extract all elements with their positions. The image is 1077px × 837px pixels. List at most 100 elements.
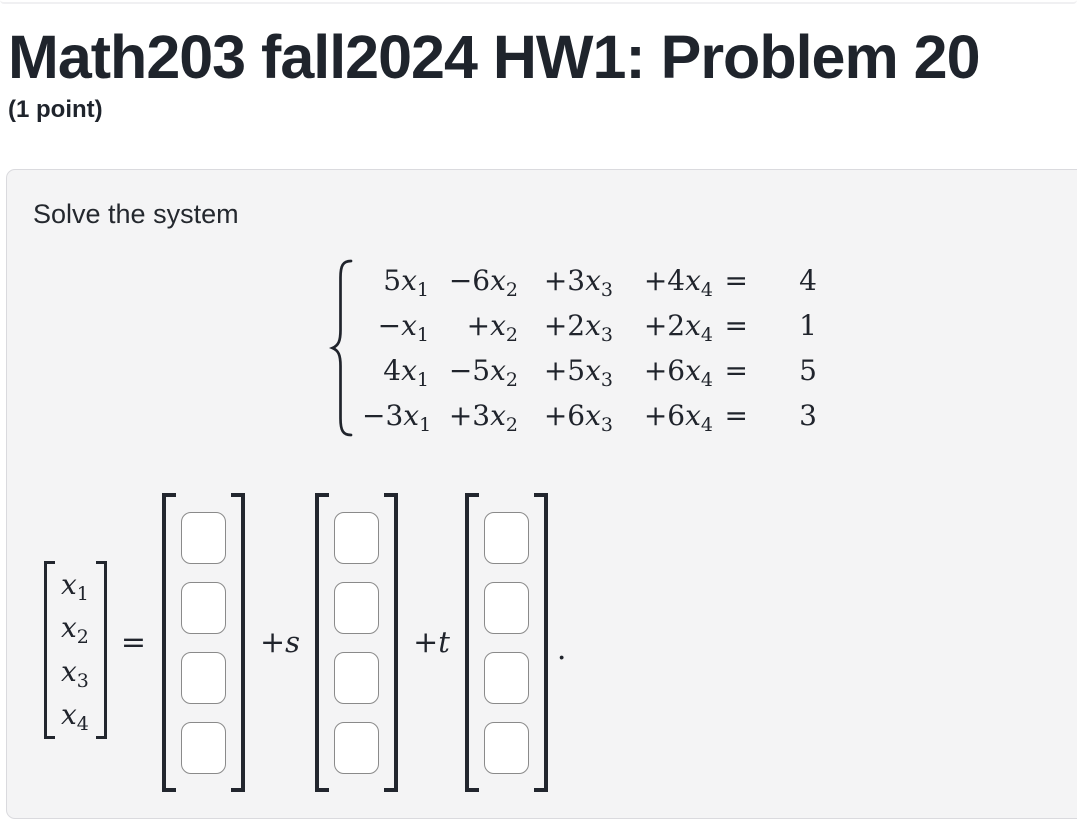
equation-rhs: 4 bbox=[799, 264, 817, 297]
term-coefficient: +4 bbox=[643, 264, 686, 297]
equation-term: 4x1 bbox=[362, 348, 429, 393]
left-bracket bbox=[315, 493, 330, 792]
answer-input-p2[interactable] bbox=[181, 581, 227, 634]
term-variable: x bbox=[490, 309, 506, 342]
answer-input-s3[interactable] bbox=[334, 651, 380, 704]
term-coefficient: 4 bbox=[383, 354, 402, 387]
term-variable: x bbox=[403, 399, 420, 432]
equation-row: −x1 +x2 +2x3 +2x4 = 1 bbox=[362, 303, 817, 348]
entry-subscript: 2 bbox=[76, 626, 89, 649]
term-coefficient: − bbox=[377, 309, 402, 342]
top-divider bbox=[0, 0, 1077, 4]
equals-sign: = bbox=[724, 354, 748, 387]
equation-term: −x1 bbox=[362, 303, 429, 348]
answer-input-p4[interactable] bbox=[181, 721, 227, 774]
entry-variable: x bbox=[61, 567, 77, 601]
plus-sign: + bbox=[260, 625, 286, 660]
vector-entry: x4 bbox=[61, 693, 89, 736]
term-coefficient: +2 bbox=[643, 309, 686, 342]
left-bracket bbox=[464, 493, 479, 792]
answer-input-p1[interactable] bbox=[181, 511, 227, 564]
term-coefficient: +6 bbox=[543, 399, 586, 432]
entry-subscript: 3 bbox=[76, 669, 89, 692]
equation-term: +x2 bbox=[429, 303, 518, 348]
right-bracket bbox=[384, 493, 399, 792]
term-subscript: 2 bbox=[505, 414, 518, 436]
equation-row: 4x1 −5x2 +5x3 +6x4 = 5 bbox=[362, 348, 817, 393]
sentence-period: . bbox=[556, 632, 567, 667]
term-coefficient: +3 bbox=[543, 264, 586, 297]
answer-row: x1 x2 x3 x4 = +s bbox=[44, 493, 1077, 792]
x-vector-entries: x1 x2 x3 x4 bbox=[55, 561, 96, 739]
equation-term: 5x1 bbox=[362, 258, 429, 303]
plus-t-operator: +t bbox=[413, 625, 450, 660]
term-coefficient: 5 bbox=[383, 264, 402, 297]
equation-rhs: 5 bbox=[799, 354, 817, 387]
parameter-t: t bbox=[438, 625, 450, 659]
parameter-s: s bbox=[285, 625, 301, 659]
answer-input-t1[interactable] bbox=[483, 511, 529, 564]
term-coefficient: +6 bbox=[643, 399, 686, 432]
vector-inputs bbox=[329, 493, 384, 792]
term-subscript: 4 bbox=[700, 369, 713, 391]
term-subscript: 1 bbox=[419, 414, 432, 436]
t-basis-vector bbox=[464, 493, 548, 792]
entry-variable: x bbox=[61, 698, 77, 732]
vector-inputs bbox=[479, 493, 534, 792]
term-variable: x bbox=[401, 354, 417, 387]
term-subscript: 1 bbox=[416, 324, 429, 346]
equals-sign: = bbox=[724, 264, 748, 297]
right-bracket bbox=[231, 493, 246, 792]
s-basis-vector bbox=[315, 493, 399, 792]
answer-input-t4[interactable] bbox=[483, 721, 529, 774]
term-subscript: 2 bbox=[505, 324, 518, 346]
term-coefficient: −5 bbox=[448, 354, 491, 387]
equation-term: +2x3 bbox=[518, 303, 613, 348]
equation-term: +6x4 bbox=[613, 393, 713, 438]
term-variable: x bbox=[490, 354, 506, 387]
term-subscript: 3 bbox=[600, 369, 613, 391]
problem-prompt: Solve the system bbox=[33, 199, 239, 229]
entry-subscript: 4 bbox=[76, 713, 89, 736]
equation-term: +6x3 bbox=[518, 393, 613, 438]
equation-term: +3x2 bbox=[429, 393, 518, 438]
term-subscript: 1 bbox=[416, 369, 429, 391]
term-variable: x bbox=[401, 264, 417, 297]
answer-input-s4[interactable] bbox=[334, 721, 380, 774]
right-bracket bbox=[533, 493, 548, 792]
x-vector: x1 x2 x3 x4 bbox=[44, 560, 107, 739]
term-subscript: 3 bbox=[600, 414, 613, 436]
term-variable: x bbox=[490, 399, 506, 432]
answer-input-s1[interactable] bbox=[334, 511, 380, 564]
term-variable: x bbox=[585, 264, 601, 297]
answer-input-t3[interactable] bbox=[483, 651, 529, 704]
term-subscript: 3 bbox=[600, 324, 613, 346]
equation-rhs: 1 bbox=[799, 309, 817, 342]
answer-input-t2[interactable] bbox=[483, 581, 529, 634]
left-bracket bbox=[162, 493, 177, 792]
term-subscript: 4 bbox=[700, 279, 713, 301]
term-variable: x bbox=[585, 399, 601, 432]
term-variable: x bbox=[585, 309, 601, 342]
vector-inputs bbox=[176, 493, 231, 792]
entry-variable: x bbox=[61, 611, 77, 645]
equation-system: 5x1 −6x2 +3x3 +4x4 = 4 −x1 +x2 +2x3 +2x4… bbox=[328, 258, 1077, 438]
term-subscript: 2 bbox=[505, 369, 518, 391]
left-bracket bbox=[44, 560, 55, 739]
term-variable: x bbox=[685, 309, 701, 342]
answer-input-p3[interactable] bbox=[181, 651, 227, 704]
equation-term: −3x1 bbox=[362, 393, 432, 438]
term-subscript: 3 bbox=[600, 279, 613, 301]
equals-sign: = bbox=[120, 625, 147, 660]
entry-subscript: 1 bbox=[76, 582, 89, 605]
answer-input-s2[interactable] bbox=[334, 581, 380, 634]
term-coefficient: −3 bbox=[362, 399, 404, 432]
term-subscript: 4 bbox=[700, 414, 713, 436]
equals-sign: = bbox=[724, 399, 748, 432]
entry-variable: x bbox=[61, 654, 77, 688]
plus-s-operator: +s bbox=[260, 625, 300, 660]
vector-entry: x3 bbox=[61, 650, 89, 693]
term-coefficient: + bbox=[466, 309, 491, 342]
right-bracket bbox=[95, 560, 107, 739]
term-variable: x bbox=[585, 354, 601, 387]
